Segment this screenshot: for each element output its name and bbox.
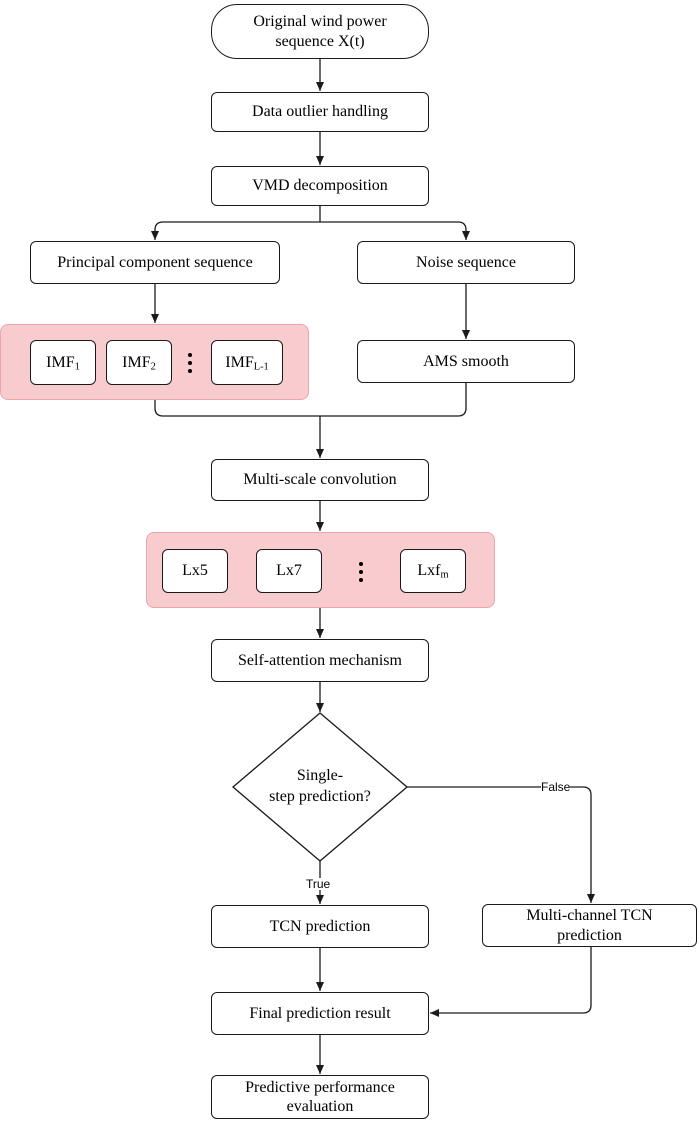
outlier-label: Data outlier handling	[252, 103, 388, 121]
final-node: Final prediction result	[211, 992, 429, 1035]
imf-ellipsis	[185, 345, 195, 381]
start-node: Original wind power sequence X(t)	[211, 4, 429, 59]
edge-decision-multichannel	[407, 786, 595, 903]
multiscale-node: Multi-scale convolution	[211, 459, 429, 501]
lx7-label: Lx7	[276, 562, 302, 580]
edge-ams-merge	[320, 383, 467, 417]
imf2-label: IMF2	[122, 353, 156, 373]
outlier-node: Data outlier handling	[211, 92, 429, 132]
selfattention-node: Self-attention mechanism	[211, 639, 429, 682]
evaluation-node: Predictive performance evaluation	[211, 1075, 429, 1119]
noise-node: Noise sequence	[357, 241, 575, 284]
start-line1: Original wind power	[253, 13, 387, 31]
edge-imf-merge	[154, 400, 320, 417]
imf2-node: IMF2	[106, 340, 172, 385]
lxfm-node: Lxfm	[400, 549, 466, 593]
false-label: False	[541, 780, 571, 794]
edge-split-principal	[151, 221, 320, 240]
imf1-label: IMF1	[46, 353, 80, 373]
ams-node: AMS smooth	[357, 340, 575, 383]
final-label: Final prediction result	[249, 1004, 391, 1022]
tcn-node: TCN prediction	[211, 905, 429, 948]
lx7-node: Lx7	[256, 549, 322, 593]
lx5-node: Lx5	[162, 549, 228, 593]
selfattention-label: Self-attention mechanism	[238, 651, 402, 669]
decision-label: Single- step prediction?	[269, 767, 371, 805]
edge-split-noise	[320, 221, 470, 240]
start-line2: sequence X(t)	[275, 32, 365, 50]
kernel-ellipsis	[356, 555, 366, 589]
tcn-label: TCN prediction	[269, 917, 371, 935]
vmd-label: VMD decomposition	[252, 177, 388, 195]
ams-label: AMS smooth	[423, 352, 509, 370]
lx5-label: Lx5	[182, 562, 208, 580]
true-label: True	[306, 877, 331, 891]
multichannel-node: Multi-channel TCN prediction	[482, 904, 697, 947]
multiscale-label: Multi-scale convolution	[243, 471, 397, 489]
noise-label: Noise sequence	[416, 253, 516, 271]
principal-node: Principal component sequence	[30, 241, 280, 284]
vmd-node: VMD decomposition	[211, 166, 429, 206]
imfl1-label: IMFL-1	[225, 353, 269, 373]
principal-label: Principal component sequence	[57, 253, 253, 271]
imf1-node: IMF1	[30, 340, 96, 385]
imfl1-node: IMFL-1	[211, 340, 283, 385]
lxfm-label: Lxfm	[417, 562, 449, 581]
edge-multichannel-final	[430, 947, 592, 1017]
